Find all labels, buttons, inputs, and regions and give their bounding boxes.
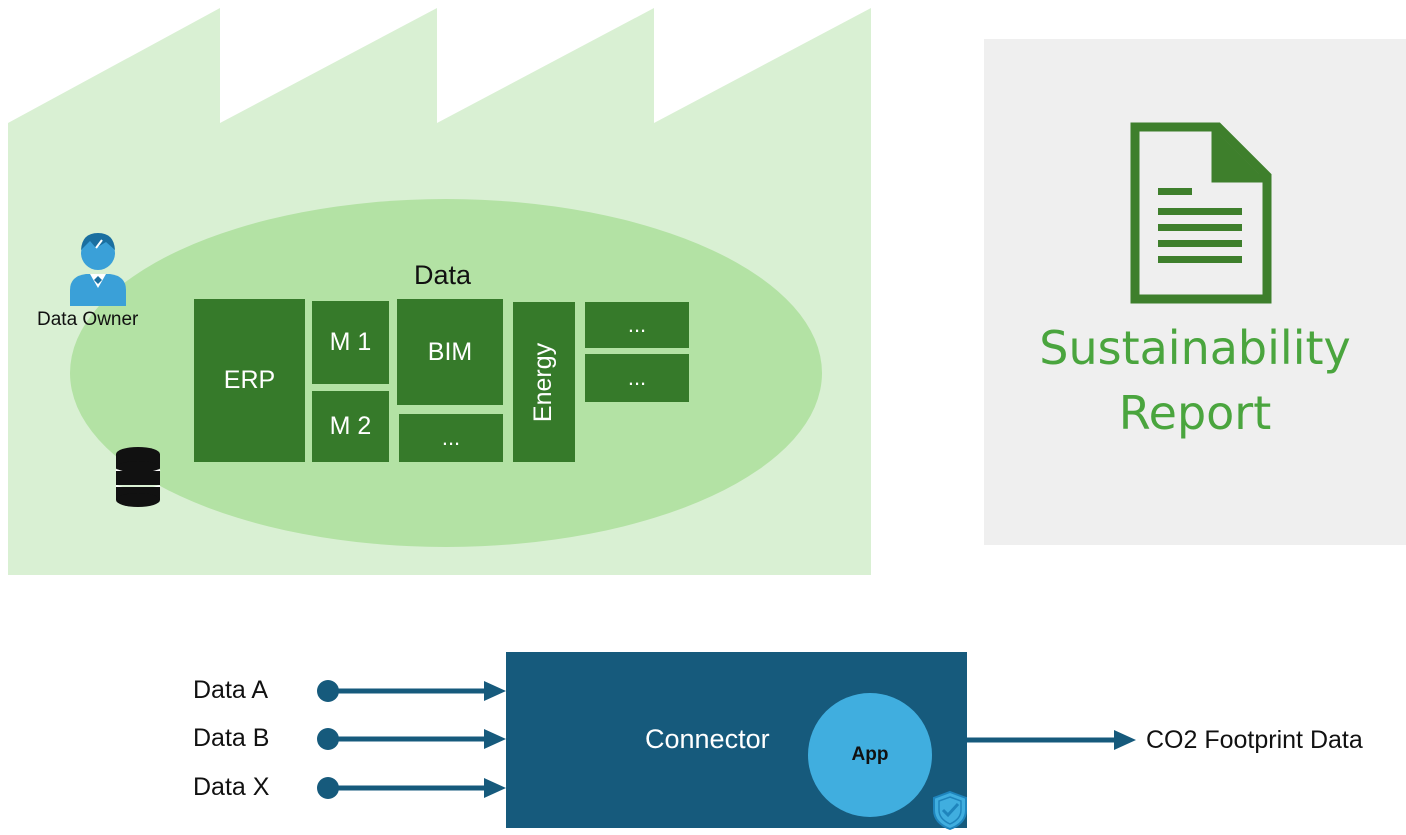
report-title-line1: Sustainability bbox=[1039, 321, 1351, 375]
block-energy: Energy bbox=[513, 302, 575, 462]
block-more-2: ... bbox=[585, 354, 689, 402]
block-m2: M 2 bbox=[312, 391, 389, 462]
block-bim-more: ... bbox=[399, 414, 503, 462]
report-title-line2: Report bbox=[1118, 386, 1272, 440]
block-m1: M 1 bbox=[312, 301, 389, 384]
app-circle: App bbox=[808, 693, 932, 817]
input-label-a: Data A bbox=[193, 676, 269, 704]
connector-label: Connector bbox=[645, 724, 770, 754]
input-label-b: Data B bbox=[193, 724, 270, 752]
arrow-icon bbox=[967, 730, 1136, 750]
app-label: App bbox=[851, 744, 889, 765]
data-owner-label: Data Owner bbox=[37, 309, 139, 330]
input-label-x: Data X bbox=[193, 773, 270, 801]
database-icon bbox=[114, 446, 162, 508]
shield-check-icon bbox=[931, 790, 969, 831]
block-bim: BIM bbox=[397, 299, 503, 405]
arrow-icon bbox=[317, 777, 506, 799]
data-heading: Data bbox=[414, 260, 472, 290]
arrow-icon bbox=[317, 728, 506, 750]
block-more-1: ... bbox=[585, 302, 689, 348]
arrow-icon bbox=[317, 680, 506, 702]
person-icon bbox=[66, 226, 130, 306]
document-icon bbox=[1130, 122, 1272, 304]
output-label: CO2 Footprint Data bbox=[1146, 726, 1363, 754]
block-erp: ERP bbox=[194, 299, 305, 462]
